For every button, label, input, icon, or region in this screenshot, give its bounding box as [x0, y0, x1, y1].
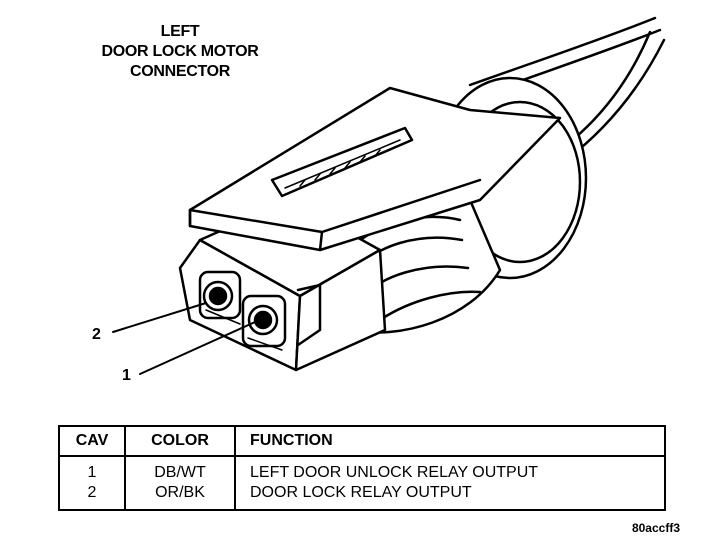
leader-line-1: [139, 321, 256, 375]
cell-function: LEFT DOOR UNLOCK RELAY OUTPUT: [234, 456, 666, 483]
cell-cav: 2: [58, 483, 126, 511]
cell-cav: 1: [58, 456, 126, 483]
header-cav: CAV: [58, 425, 126, 457]
leader-line-2: [112, 302, 207, 333]
cell-function: DOOR LOCK RELAY OUTPUT: [234, 483, 666, 511]
latch-lever: [188, 86, 562, 252]
title-line-2: DOOR LOCK MOTOR: [101, 43, 259, 60]
table-row: 1 DB/WT LEFT DOOR UNLOCK RELAY OUTPUT: [58, 456, 666, 483]
title-line-3: CONNECTOR: [129, 63, 231, 80]
table-header-row: CAV COLOR FUNCTION: [58, 425, 666, 457]
pin-label-1: 1: [122, 367, 131, 384]
header-color: COLOR: [124, 425, 236, 457]
table-row: 2 OR/BK DOOR LOCK RELAY OUTPUT: [58, 483, 666, 511]
title-line-1: LEFT: [160, 23, 200, 40]
wire: [468, 16, 657, 87]
cell-color: OR/BK: [124, 483, 236, 511]
figure-code: 80accff3: [631, 521, 680, 535]
pin-label-2: 2: [92, 326, 101, 343]
cell-color: DB/WT: [124, 456, 236, 483]
wiring-table: CAV COLOR FUNCTION 1 DB/WT LEFT DOOR UNL…: [58, 425, 666, 511]
header-function: FUNCTION: [234, 425, 666, 457]
